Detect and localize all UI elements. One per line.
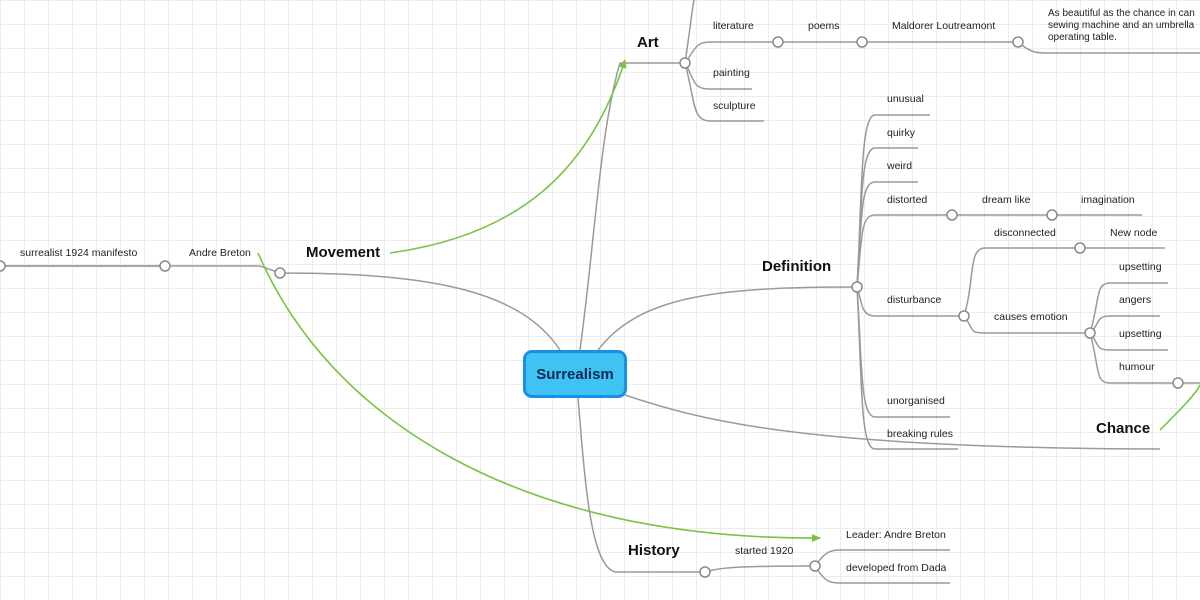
node-circle-poems	[856, 36, 868, 48]
connector-movement	[279, 272, 561, 351]
subtopic-new-node[interactable]: New node	[1110, 227, 1158, 239]
connector-disconnected	[963, 247, 1080, 317]
relation-chance	[1159, 384, 1200, 431]
node-circle-humour	[1172, 377, 1184, 389]
connector-art-literature	[684, 41, 778, 64]
connector-history	[577, 397, 705, 573]
topic-movement[interactable]: Movement	[306, 244, 381, 261]
subtopic-breaking-rules[interactable]: breaking rules	[887, 428, 953, 440]
subtopic-unusual[interactable]: unusual	[887, 93, 924, 105]
subtopic-unorganised[interactable]: unorganised	[887, 395, 945, 407]
subtopic-quote[interactable]: As beautiful as the chance in can sewing…	[1048, 8, 1195, 43]
subtopic-disconnected[interactable]: disconnected	[994, 227, 1056, 239]
connector-art	[579, 62, 685, 351]
node-circle-disconnected	[1074, 242, 1086, 254]
underline-started	[704, 565, 816, 573]
connector-upsetting1	[1089, 282, 1168, 334]
node-circle-art	[679, 57, 691, 69]
node-circle-dreamlike	[1046, 209, 1058, 221]
underline-movement	[0, 265, 281, 274]
subtopic-dream-like[interactable]: dream like	[982, 194, 1031, 206]
subtopic-disturbance[interactable]: disturbance	[887, 294, 942, 306]
connector-distorted	[856, 214, 952, 288]
subtopic-imagination[interactable]: imagination	[1081, 194, 1135, 206]
node-circle-started	[809, 560, 821, 572]
relation-movement-art	[389, 59, 627, 254]
topic-chance[interactable]: Chance	[1096, 420, 1151, 437]
subtopic-angers[interactable]: angers	[1119, 294, 1152, 306]
subtopic-manifesto[interactable]: surrealist 1924 manifesto	[20, 247, 138, 259]
subtopic-humour[interactable]: humour	[1119, 361, 1155, 373]
node-circle-distorted	[946, 209, 958, 221]
subtopic-maldorer[interactable]: Maldorer Loutreamont	[892, 20, 996, 32]
subtopic-distorted[interactable]: distorted	[887, 194, 928, 206]
subtopic-leader[interactable]: Leader: Andre Breton	[846, 529, 946, 541]
connector-definition	[597, 286, 858, 351]
subtopic-sculpture[interactable]: sculpture	[713, 100, 756, 112]
central-topic-surrealism[interactable]: Surrealism	[523, 350, 627, 398]
connector-breaking	[856, 286, 958, 450]
subtopic-painting[interactable]: painting	[713, 67, 750, 79]
connector-art-top	[684, 0, 695, 64]
relation-andre-leader	[257, 252, 821, 543]
node-circle-manifesto	[0, 260, 6, 272]
node-circle-andre	[159, 260, 171, 272]
topic-history[interactable]: History	[628, 542, 680, 559]
topic-art[interactable]: Art	[637, 34, 659, 51]
connector-art-sculpture	[684, 62, 764, 122]
node-circle-movement	[274, 267, 286, 279]
subtopic-started-1920[interactable]: started 1920	[735, 545, 794, 557]
node-circle-history	[699, 566, 711, 578]
connector-humour	[1089, 332, 1178, 384]
node-circle-literature	[772, 36, 784, 48]
subtopic-upsetting-2[interactable]: upsetting	[1119, 328, 1162, 340]
subtopic-upsetting-1[interactable]: upsetting	[1119, 261, 1162, 273]
node-circle-disturbance	[958, 310, 970, 322]
subtopic-quirky[interactable]: quirky	[887, 127, 916, 139]
subtopic-poems[interactable]: poems	[808, 20, 840, 32]
subtopic-weird[interactable]: weird	[887, 160, 913, 172]
node-circle-definition	[851, 281, 863, 293]
subtopic-literature[interactable]: literature	[713, 20, 754, 32]
connector-chance	[624, 394, 1161, 450]
subtopic-andre-breton[interactable]: Andre Breton	[189, 247, 251, 259]
node-circle-causes	[1084, 327, 1096, 339]
node-circle-maldorer	[1012, 36, 1024, 48]
topic-definition[interactable]: Definition	[762, 258, 832, 275]
subtopic-causes-emotion[interactable]: causes emotion	[994, 311, 1068, 323]
subtopic-developed-from-dada[interactable]: developed from Dada	[846, 562, 947, 574]
